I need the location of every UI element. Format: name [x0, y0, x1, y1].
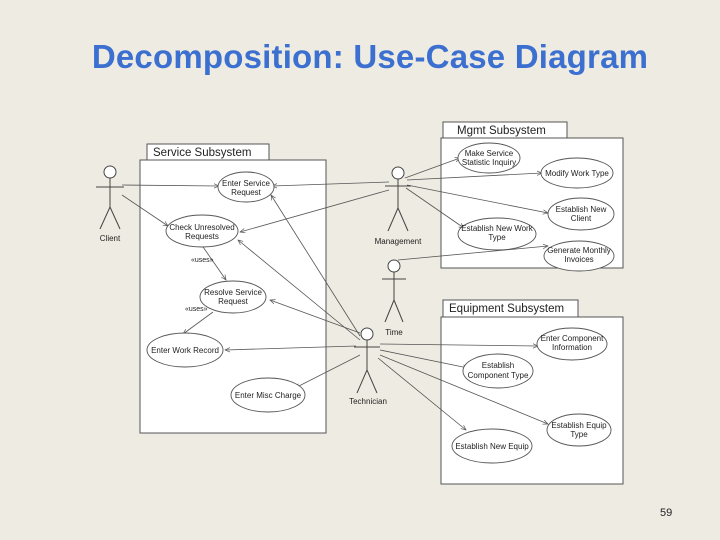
assoc-technician-enter-component-info — [379, 344, 538, 346]
use-case-label: Requests — [185, 232, 219, 241]
use-case-label: Request — [231, 188, 262, 197]
actor-client: Client — [96, 165, 124, 243]
use-case-label: Make Service — [465, 149, 514, 158]
assoc-time-generate-monthly-invoices — [397, 246, 548, 261]
service-subsystem-label: Service Subsystem — [153, 147, 251, 159]
uses-resolve-to-work-record — [183, 311, 214, 334]
actor-management: Management — [375, 166, 422, 246]
uses-check-to-resolve — [200, 243, 226, 280]
use-case-make-service-statistic-inquiry: Make Service Statistic Inquiry — [457, 142, 521, 174]
assoc-technician-enter-work-record — [225, 345, 357, 350]
use-case-enter-service-request: Enter Service Request — [217, 171, 275, 203]
use-case-label: Generate Monthly — [547, 246, 611, 255]
use-case-establish-new-client: Establish New Client — [547, 197, 615, 231]
use-case-label: Resolve Service — [204, 288, 262, 297]
assoc-client-check-unresolved — [121, 194, 168, 226]
use-case-label: Type — [570, 430, 588, 439]
actor-technician: Technician — [349, 327, 387, 406]
use-case-label: Establish New — [556, 205, 607, 214]
use-case-establish-new-equip: Establish New Equip — [451, 428, 533, 464]
assoc-technician-enter-misc-charge — [295, 354, 361, 388]
use-case-resolve-service-request: Resolve Service Request — [199, 280, 267, 314]
use-case-label: Request — [218, 297, 249, 306]
use-case-establish-equip-type: Establish Equip Type — [546, 413, 612, 447]
use-case-label: Enter Misc Charge — [235, 391, 302, 400]
assoc-management-check-unresolved — [240, 189, 390, 232]
assoc-client-enter-service-request — [121, 185, 219, 186]
slide-title: Decomposition: Use-Case Diagram — [91, 38, 649, 75]
use-case-label: Type — [488, 233, 506, 242]
use-case-label: Establish New Work — [461, 224, 533, 233]
equipment-subsystem-label: Equipment Subsystem — [449, 303, 564, 315]
use-case-label: Enter Service — [222, 179, 271, 188]
assoc-technician-establish-equip-type — [379, 354, 548, 424]
assoc-technician-check-unresolved — [238, 240, 361, 341]
assoc-technician-establish-component-type — [379, 349, 468, 368]
use-case-label: Establish New Equip — [455, 442, 529, 451]
actor-management-label: Management — [375, 237, 422, 246]
use-case-enter-work-record: Enter Work Record — [146, 332, 224, 368]
use-case-establish-new-work-type: Establish New Work Type — [457, 217, 537, 251]
use-case-label: Establish — [482, 361, 514, 370]
use-case-check-unresolved-requests: Check Unresolved Requests — [165, 214, 239, 248]
use-case-label: Modify Work Type — [545, 169, 609, 178]
actor-time-label: Time — [385, 328, 403, 337]
assoc-management-statistic-inquiry — [404, 158, 460, 179]
use-case-generate-monthly-invoices: Generate Monthly Invoices — [543, 240, 615, 272]
assoc-management-establish-new-work-type — [405, 187, 464, 228]
use-case-label: Enter Work Record — [151, 346, 219, 355]
use-case-enter-component-information: Enter Component Information — [536, 327, 608, 361]
actor-time: Time — [382, 259, 406, 337]
assoc-management-enter-service-request — [272, 181, 390, 186]
actor-technician-label: Technician — [349, 397, 387, 406]
use-case-label: Information — [552, 343, 592, 352]
use-case-label: Invoices — [564, 255, 593, 264]
assoc-technician-establish-new-equip — [377, 357, 466, 430]
use-case-label: Statistic Inquiry — [462, 158, 516, 167]
use-case-label: Establish Equip — [551, 421, 607, 430]
use-case-modify-work-type: Modify Work Type — [540, 157, 614, 189]
assoc-management-establish-new-client — [406, 184, 548, 213]
use-case-label: Check Unresolved — [169, 223, 234, 232]
assoc-management-modify-work-type — [406, 173, 542, 181]
uses-label-1: «uses» — [191, 257, 214, 264]
associations — [121, 158, 548, 430]
actor-client-label: Client — [100, 234, 121, 243]
page-number: 59 — [660, 507, 673, 519]
use-case-establish-component-type: Establish Component Type — [462, 353, 534, 389]
use-case-label: Component Type — [468, 371, 529, 380]
mgmt-subsystem-label: Mgmt Subsystem — [457, 125, 546, 137]
uses-label-2: «uses» — [185, 306, 208, 313]
use-case-label: Enter Component — [541, 334, 604, 343]
assoc-technician-enter-service-request — [271, 195, 361, 337]
use-case-label: Client — [571, 214, 592, 223]
use-case-enter-misc-charge: Enter Misc Charge — [230, 377, 306, 413]
